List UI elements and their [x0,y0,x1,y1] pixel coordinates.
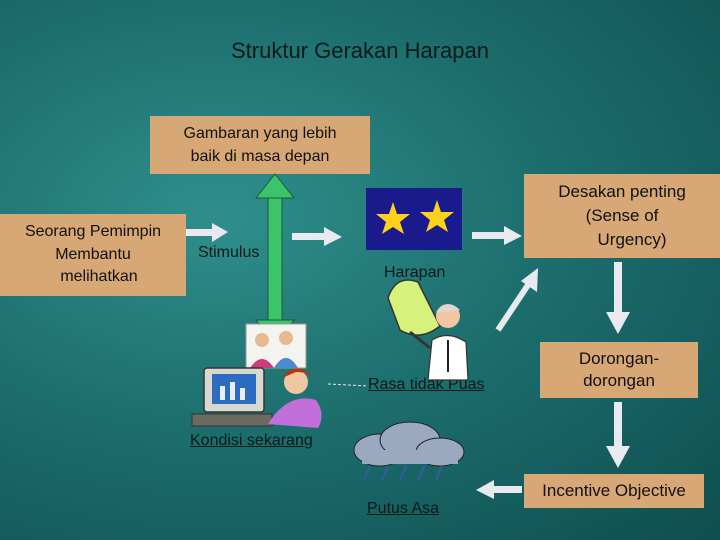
storm-cloud-icon [353,421,465,481]
incentive-box: Incentive Objective [524,474,704,508]
computer-user-icon [191,367,322,428]
arrow-diagonal [495,268,538,332]
future-box-line-1: Gambaran yang lebih [183,124,337,142]
leader-box-line-1: Seorang Pemimpin [24,223,162,241]
arrow-right-3 [472,226,522,245]
urgency-box: Desakan penting (Sense of Urgency) [524,174,720,258]
urgency-box-line-2: (Sense of [585,206,659,226]
drive-box-line-2: dorongan [583,371,655,390]
urgency-box-line-1: Desakan penting [558,182,686,202]
double-arrow-icon [254,173,296,345]
current-label: Kondisi sekarang [190,432,313,449]
urgency-box-line-3: Urgency) [597,229,667,249]
leader-box-line-3: melihatkan [60,268,138,286]
arrow-down-2 [606,402,630,468]
arrow-right-1 [186,223,228,242]
leader-box-line-2: Membantu [55,245,131,263]
presenter-icon [387,279,469,381]
drive-box-line-1: Dorongan- [578,348,660,368]
arrow-right-2 [292,227,342,246]
drive-box: Dorongan- dorongan [540,342,698,398]
hope-label: Harapan [384,264,446,281]
leader-box: Seorang Pemimpin Membantu melihatkan [0,214,186,296]
stars-icon [366,188,462,250]
future-box-line-2: baik di masa depan [190,148,330,165]
people-icon [245,323,307,369]
arrow-left [476,480,522,499]
incentive-box-text: Incentive Objective [542,480,686,500]
future-box: Gambaran yang lebih baik di masa depan [150,116,370,174]
stimulus-label: Stimulus [198,244,260,261]
connector-line [327,383,369,387]
arrow-down-1 [606,262,630,334]
despair-label: Putus Asa [367,500,440,517]
page-title: Struktur Gerakan Harapan [230,38,490,63]
